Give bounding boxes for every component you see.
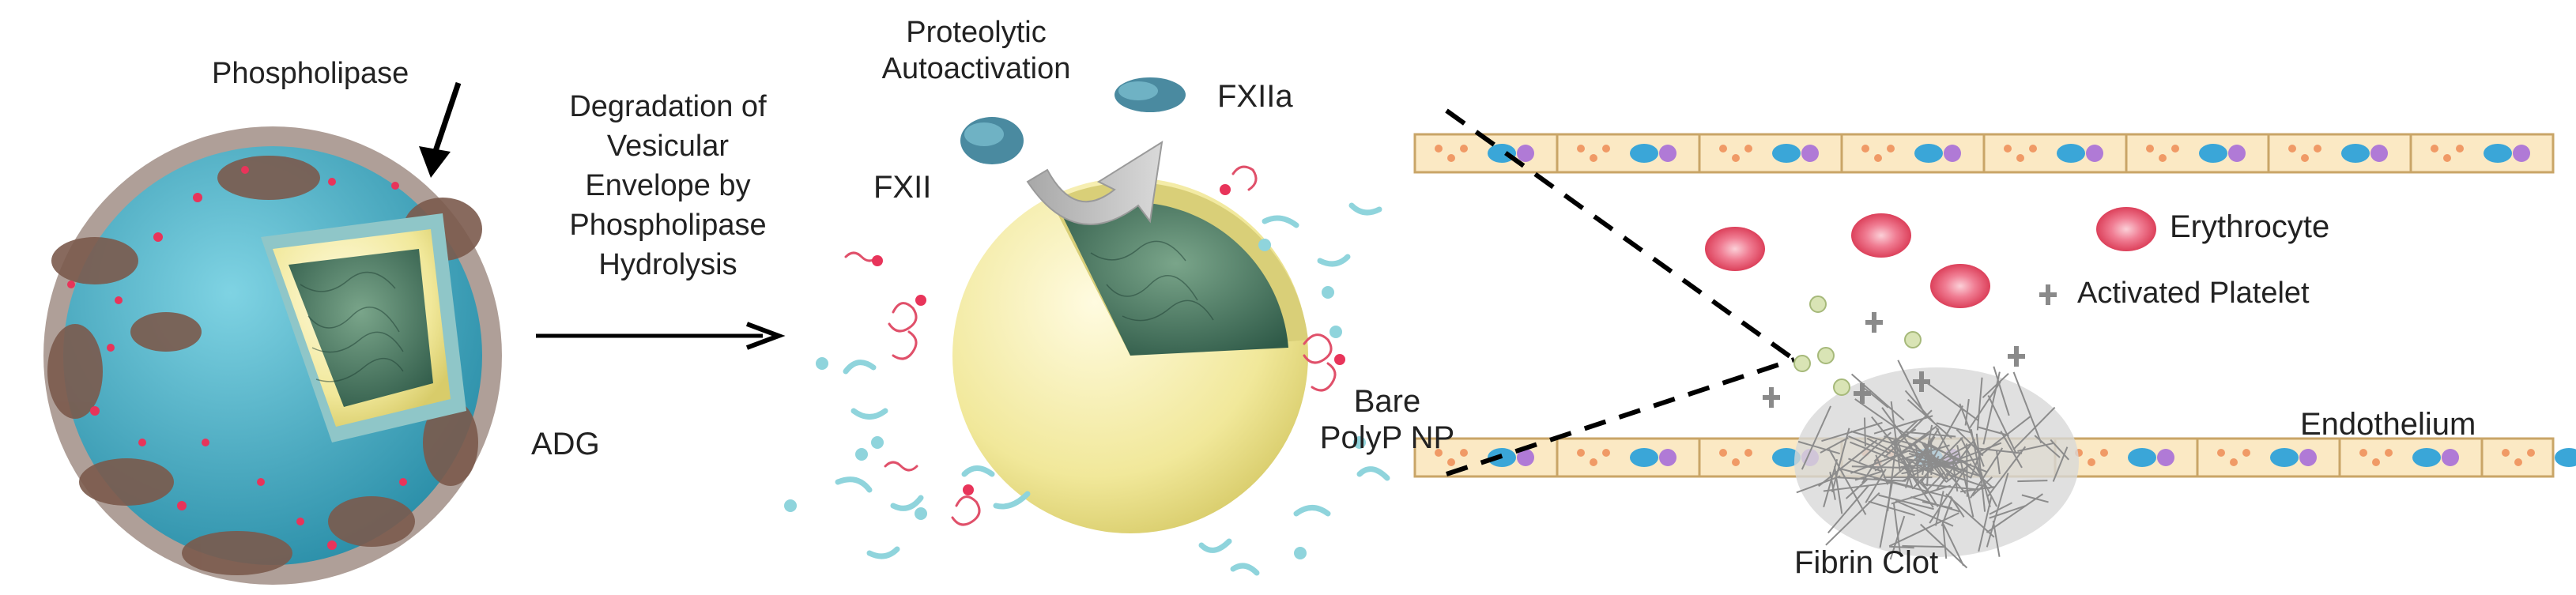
fibrin-clot xyxy=(1794,360,2079,569)
activation-arrow xyxy=(1026,141,1164,225)
phospholipase-label: Phospholipase xyxy=(212,57,409,90)
phospholipase-pointer xyxy=(419,81,462,178)
adg-vesicle xyxy=(43,126,502,585)
polyp-nanoparticle xyxy=(952,178,1308,533)
erythrocytes xyxy=(1705,207,2156,308)
activated-platelets xyxy=(1763,284,2057,408)
degradation-line-5: Hydrolysis xyxy=(598,248,737,281)
fxii-label: FXII xyxy=(873,170,932,205)
bare-polyp-caption: Bare PolyP NP xyxy=(1308,383,1466,456)
proteolytic-caption: Proteolytic Autoactivation xyxy=(858,14,1095,87)
proteolytic-line-1: Proteolytic xyxy=(906,16,1047,49)
bare-line-2: PolyP NP xyxy=(1319,420,1455,455)
fibrin-clot-label: Fibrin Clot xyxy=(1794,545,1939,580)
polyp-chains xyxy=(784,165,1390,576)
fxii-protein xyxy=(960,117,1024,164)
bare-line-1: Bare xyxy=(1353,384,1421,419)
degradation-line-1: Degradation of xyxy=(569,90,767,123)
endothelium-label: Endothelium xyxy=(2300,407,2476,442)
activated-platelet-label: Activated Platelet xyxy=(2077,277,2310,310)
degradation-line-2: Vesicular xyxy=(606,130,730,163)
zoom-dashed-lines xyxy=(1445,108,1796,476)
degradation-line-3: Envelope by xyxy=(585,169,751,202)
degradation-line-4: Phospholipase xyxy=(569,209,767,242)
proteolytic-line-2: Autoactivation xyxy=(881,52,1071,85)
small-nanoparticles xyxy=(1793,296,1922,396)
transition-arrow xyxy=(536,322,786,350)
fxiia-protein xyxy=(1115,77,1186,112)
fxiia-label: FXIIa xyxy=(1217,79,1293,114)
erythrocyte-label: Erythrocyte xyxy=(2170,209,2330,244)
degradation-caption: Degradation of Vesicular Envelope by Pho… xyxy=(537,87,798,284)
adg-label: ADG xyxy=(531,427,600,461)
